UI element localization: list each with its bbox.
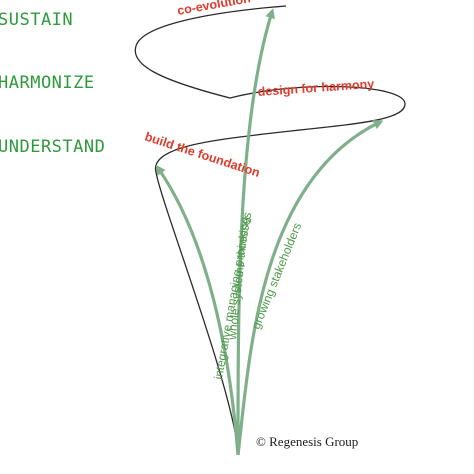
arrow-left	[155, 164, 240, 456]
arrow-center	[236, 8, 275, 456]
level-harmonize: HARMONIZE	[0, 73, 95, 93]
phase-design: design for harmony	[257, 77, 374, 99]
level-sustain: SUSTAIN	[0, 10, 73, 30]
flow-growing: growing stakeholders	[249, 221, 304, 331]
spiral-curve	[134, 5, 406, 451]
level-understand: UNDERSTAND	[0, 137, 105, 157]
phase-coevolution: co-evolution	[176, 0, 252, 18]
arrow-right	[236, 120, 384, 456]
copyright-notice: © Regenesis Group	[256, 434, 358, 449]
